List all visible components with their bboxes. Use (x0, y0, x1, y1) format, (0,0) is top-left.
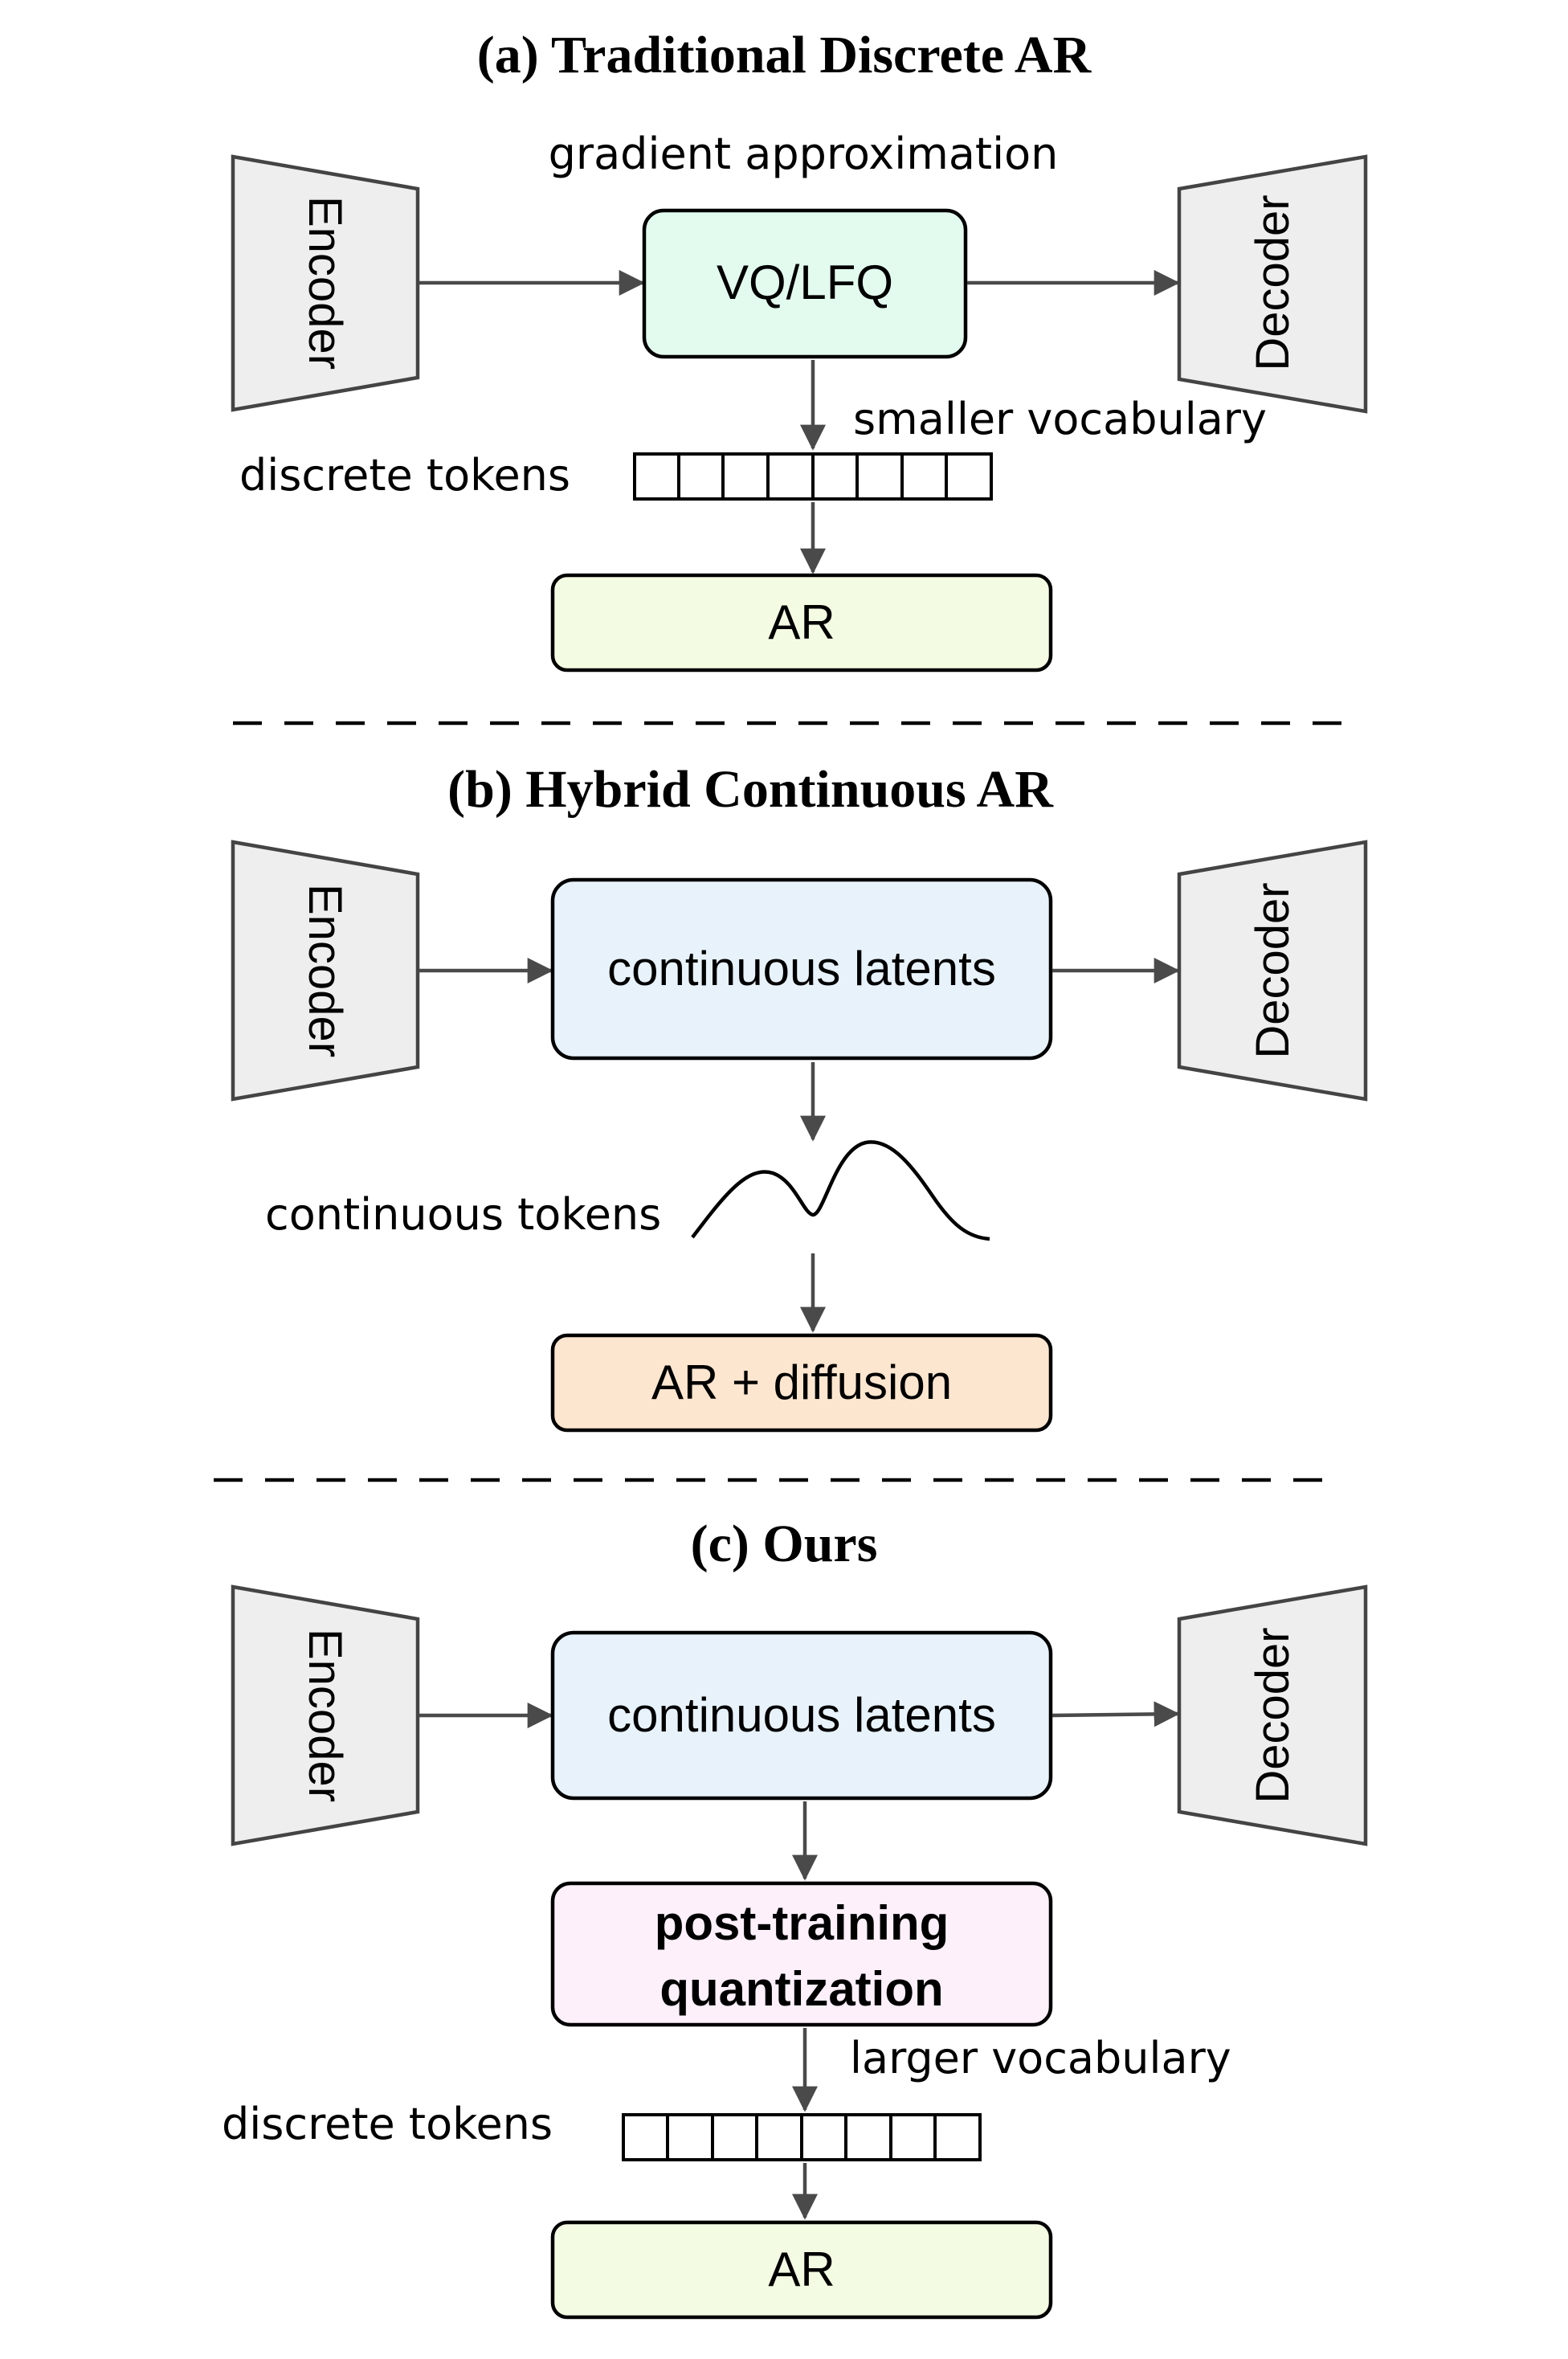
panel-a-tokens-label: discrete tokens (239, 450, 570, 501)
panel-b: (b) Hybrid Continuous AR Encoder continu… (231, 760, 1368, 1433)
panel-a-title: (a) Traditional Discrete AR (477, 26, 1092, 84)
decoder-label: Decoder (1247, 194, 1299, 370)
encoder-label: Encoder (299, 1629, 351, 1802)
encoder-block (231, 154, 420, 412)
panel-c-encoder: Encoder (231, 1584, 420, 1846)
encoder-label: Encoder (299, 884, 351, 1057)
ar-label: AR (768, 2242, 835, 2296)
encoder-block (231, 840, 420, 1102)
panel-c-quantization-box: post-training quantization (550, 1881, 1053, 2027)
vq-box (642, 208, 968, 359)
panel-c-vocab-annotation: larger vocabulary (850, 2033, 1231, 2083)
panel-b-ar-diffusion-box: AR + diffusion (550, 1333, 1053, 1433)
encoder-block (231, 1584, 420, 1846)
panel-a-ar-box: AR (550, 573, 1053, 673)
panel-c-decoder: Decoder (1177, 1584, 1368, 1846)
panel-a-center-annotation: gradient approximation (549, 129, 1059, 179)
decoder-block (1177, 840, 1368, 1102)
panel-c-tokens-label: discrete tokens (222, 2099, 553, 2149)
quantization-box (550, 1881, 1053, 2027)
panel-c-latents-box: continuous latents (550, 1630, 1053, 1801)
ar-box (550, 2220, 1053, 2320)
panel-b-latents-box: continuous latents (550, 877, 1053, 1061)
panel-b-decoder: Decoder (1177, 840, 1368, 1102)
continuous-token-curve (691, 1140, 990, 1241)
latents-box (550, 1630, 1053, 1801)
quantization-label-line2: quantization (659, 1962, 943, 2016)
latents-label: continuous latents (607, 942, 996, 996)
panel-c-ar-box: AR (550, 2220, 1053, 2320)
decoder-label: Decoder (1247, 1627, 1299, 1803)
panel-a-decoder: Decoder (1177, 154, 1368, 414)
ar-box (550, 573, 1053, 673)
arrow-latents-to-decoder (1051, 1701, 1180, 1727)
panel-a-token-strip (633, 452, 993, 501)
quantization-label-line1: post-training (655, 1896, 949, 1950)
panel-b-tokens-label: continuous tokens (265, 1189, 661, 1240)
latents-box (550, 877, 1053, 1061)
decoder-block (1177, 1584, 1368, 1846)
vq-label: VQ/LFQ (717, 256, 893, 309)
ar-diffusion-label: AR + diffusion (651, 1355, 952, 1409)
decoder-label: Decoder (1247, 882, 1299, 1058)
panel-a: (a) Traditional Discrete AR gradient app… (231, 26, 1368, 673)
ar-diffusion-box (550, 1333, 1053, 1433)
latents-label: continuous latents (607, 1688, 996, 1742)
encoder-label: Encoder (299, 196, 351, 370)
panel-c-title: (c) Ours (691, 1515, 878, 1573)
panel-c-token-strip (622, 2113, 982, 2161)
ar-label: AR (768, 595, 835, 649)
decoder-block (1177, 154, 1368, 414)
panel-a-quantizer-box: VQ/LFQ (642, 208, 968, 359)
panel-a-encoder: Encoder (231, 154, 420, 412)
panel-b-title: (b) Hybrid Continuous AR (447, 760, 1054, 819)
panel-b-encoder: Encoder (231, 840, 420, 1102)
panel-a-vocab-annotation: smaller vocabulary (853, 394, 1267, 444)
panel-c: (c) Ours Encoder continuous latents Deco… (222, 1515, 1368, 2320)
